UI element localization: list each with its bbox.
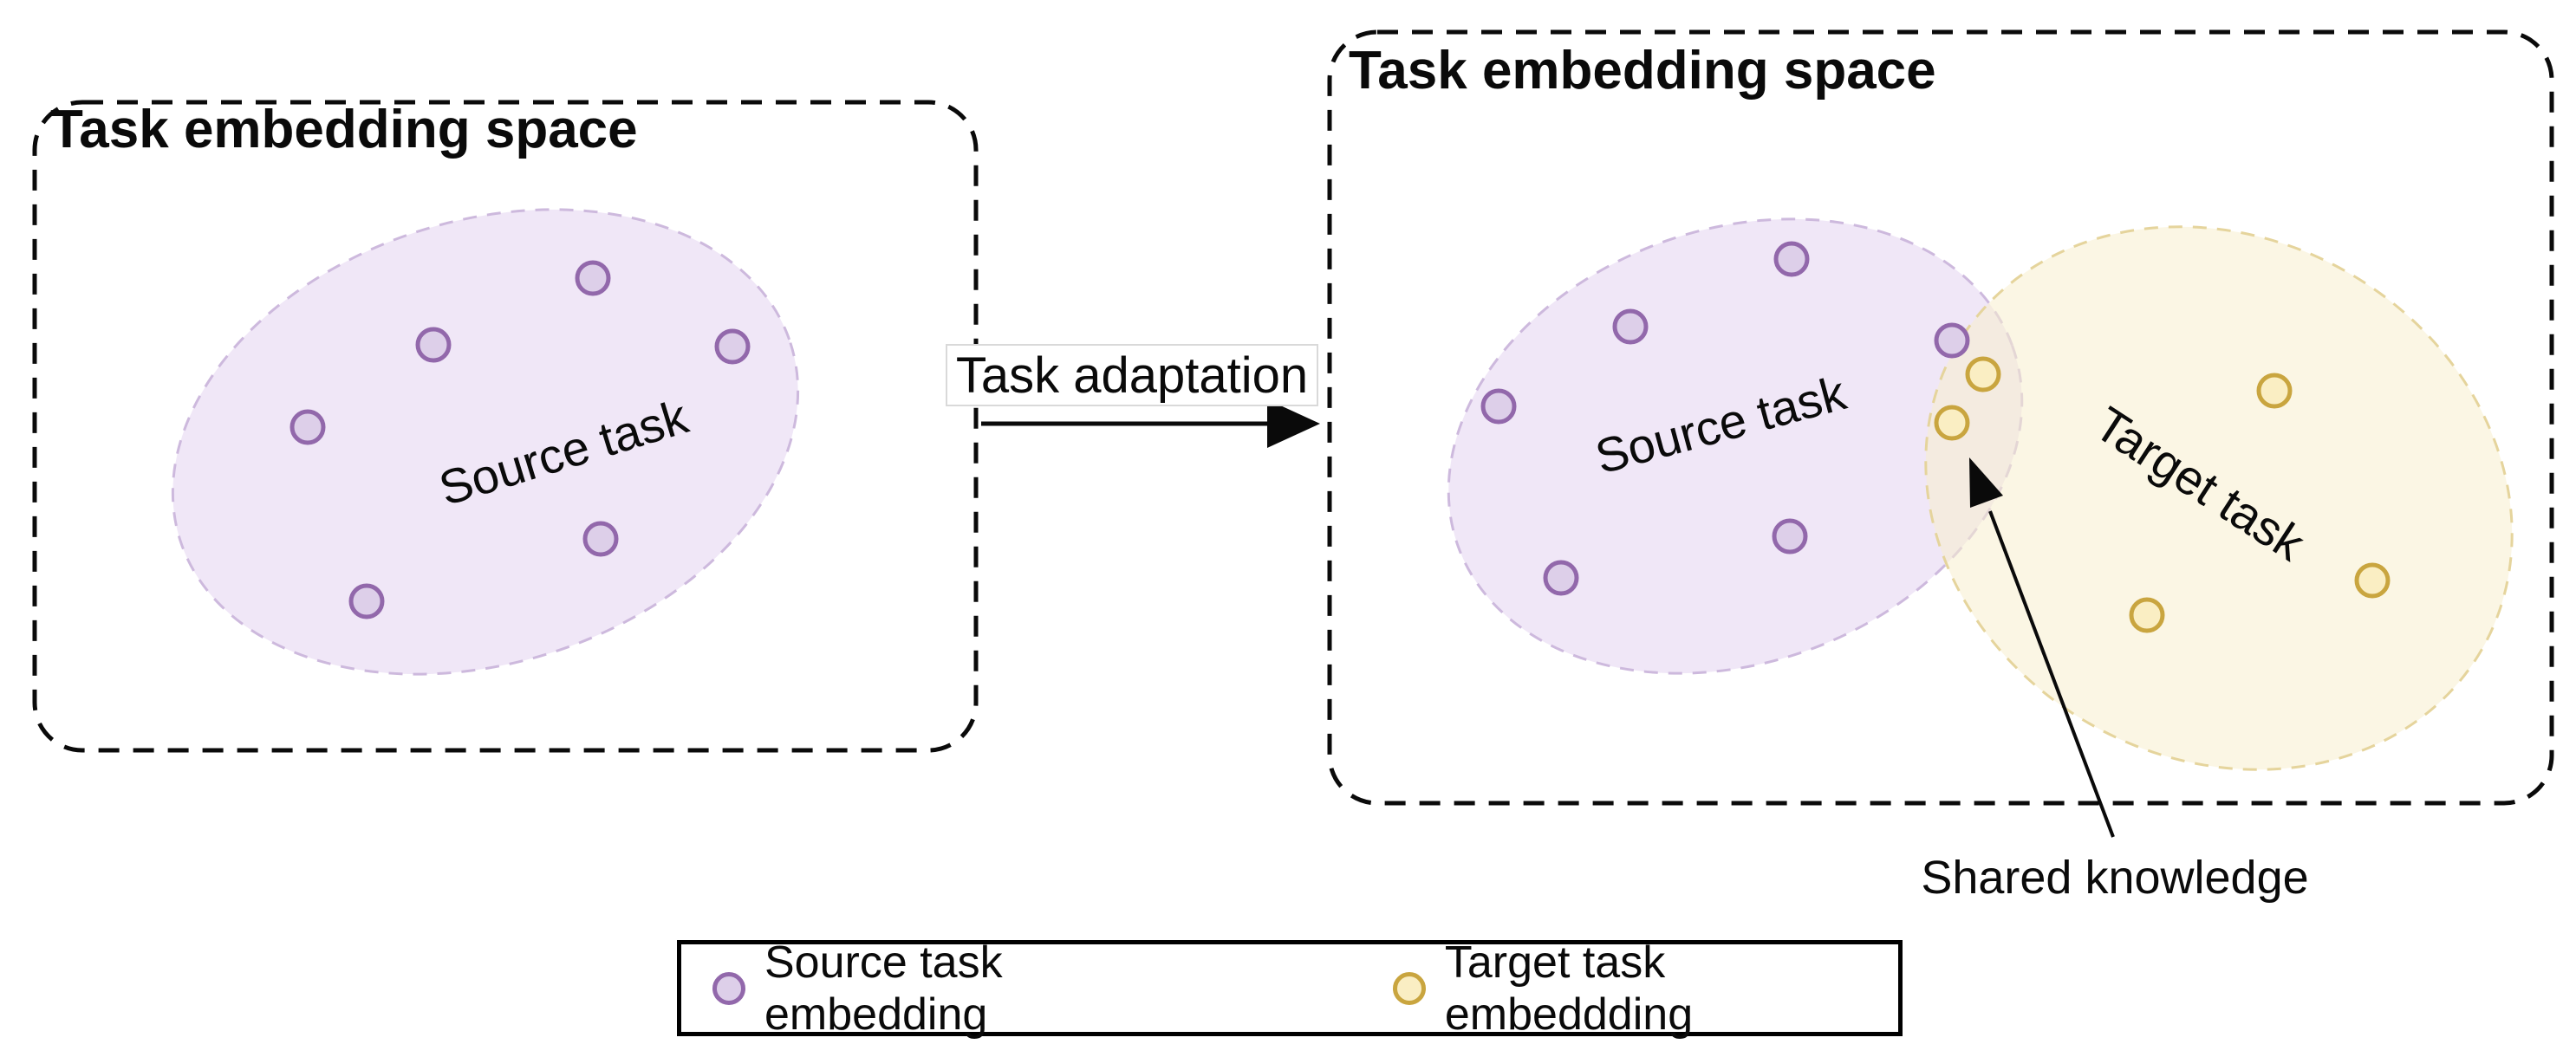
source-embedding-dot: [575, 260, 611, 296]
legend-source-label: Source task embedding: [764, 937, 1003, 1040]
legend-target-label: Target task embeddding: [1444, 937, 1694, 1040]
left-panel-title: Task embedding space: [50, 100, 638, 159]
source-embedding-dot: [415, 327, 452, 363]
right-embedding-space-border: [1327, 29, 2554, 806]
source-embedding-dot: [582, 521, 619, 557]
target-embedding-dot: [1934, 405, 1970, 441]
source-embedding-dot: [1772, 518, 1808, 554]
shared-knowledge-label: Shared knowledge: [1921, 852, 2309, 904]
task-adaptation-arrow: [981, 399, 1320, 448]
left-embedding-space-border: [32, 100, 979, 753]
source-embedding-dot: [1543, 560, 1579, 596]
task-adaptation-label-text: Task adaptation: [955, 347, 1309, 404]
legend-item-target: Target task embeddding: [1392, 937, 1898, 1041]
target-embedding-dot-icon: [1392, 971, 1426, 1005]
legend: Source task embedding Target task embedd…: [677, 937, 1903, 1040]
source-embedding-dot: [1612, 308, 1649, 345]
legend-item-source: Source task embedding: [712, 937, 1211, 1041]
source-embedding-dot: [348, 583, 385, 619]
right-panel-title: Task embedding space: [1349, 41, 1936, 101]
target-embedding-dot: [1965, 356, 2001, 392]
source-embedding-dot: [714, 328, 751, 365]
target-embedding-dot: [2129, 597, 2165, 633]
right-target-embedding-dots: [1934, 356, 2391, 633]
left-source-embedding-dots: [289, 260, 751, 619]
source-embedding-dot: [289, 409, 326, 445]
shared-knowledge-arrow: [1969, 457, 2115, 838]
target-embedding-dot: [2354, 562, 2391, 599]
right-source-embedding-dots: [1480, 241, 1970, 596]
left-source-task-ellipse: [171, 208, 800, 676]
source-embedding-dot: [1480, 388, 1517, 425]
target-embedding-dot: [2256, 373, 2293, 409]
source-embedding-dot: [1934, 322, 1970, 359]
source-embedding-dot: [1773, 241, 1810, 277]
task-adaptation-label: Task adaptation: [946, 344, 1318, 406]
source-embedding-dot-icon: [712, 971, 745, 1005]
